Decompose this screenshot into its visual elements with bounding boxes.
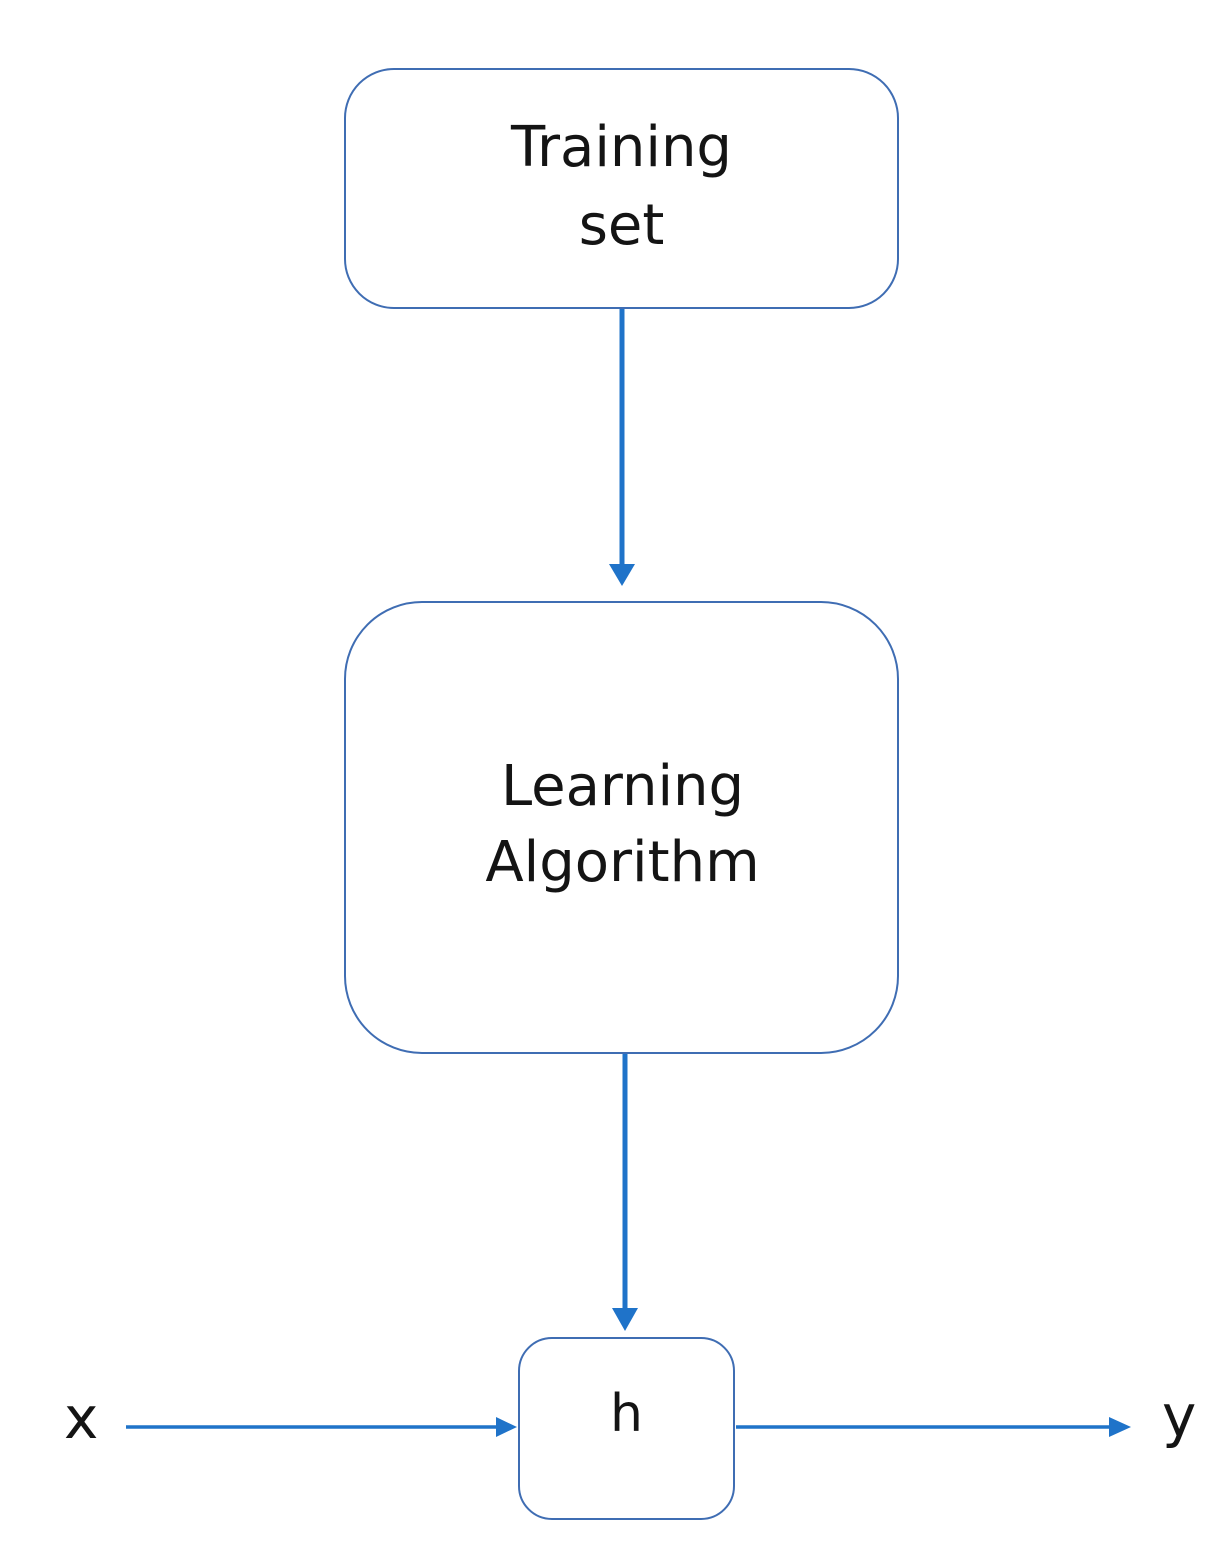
- input-label: x: [64, 1384, 99, 1452]
- hypothesis-node: h: [518, 1337, 735, 1520]
- learning-algorithm-label-line1: Learning: [500, 753, 745, 819]
- hypothesis-label: h: [610, 1383, 643, 1444]
- arrow-learning-to-h: [612, 1054, 638, 1331]
- arrow-h-to-y: [736, 1417, 1131, 1437]
- learning-algorithm-node: Learning Algorithm: [344, 601, 899, 1054]
- arrow-training-to-learning: [609, 309, 635, 586]
- training-set-label-line1: Training: [511, 114, 732, 180]
- output-label: y: [1162, 1382, 1197, 1450]
- training-set-label-line2: set: [578, 192, 665, 258]
- learning-algorithm-label-line2: Algorithm: [485, 829, 760, 895]
- arrow-x-to-h: [126, 1417, 517, 1437]
- training-set-node: Training set: [344, 68, 899, 309]
